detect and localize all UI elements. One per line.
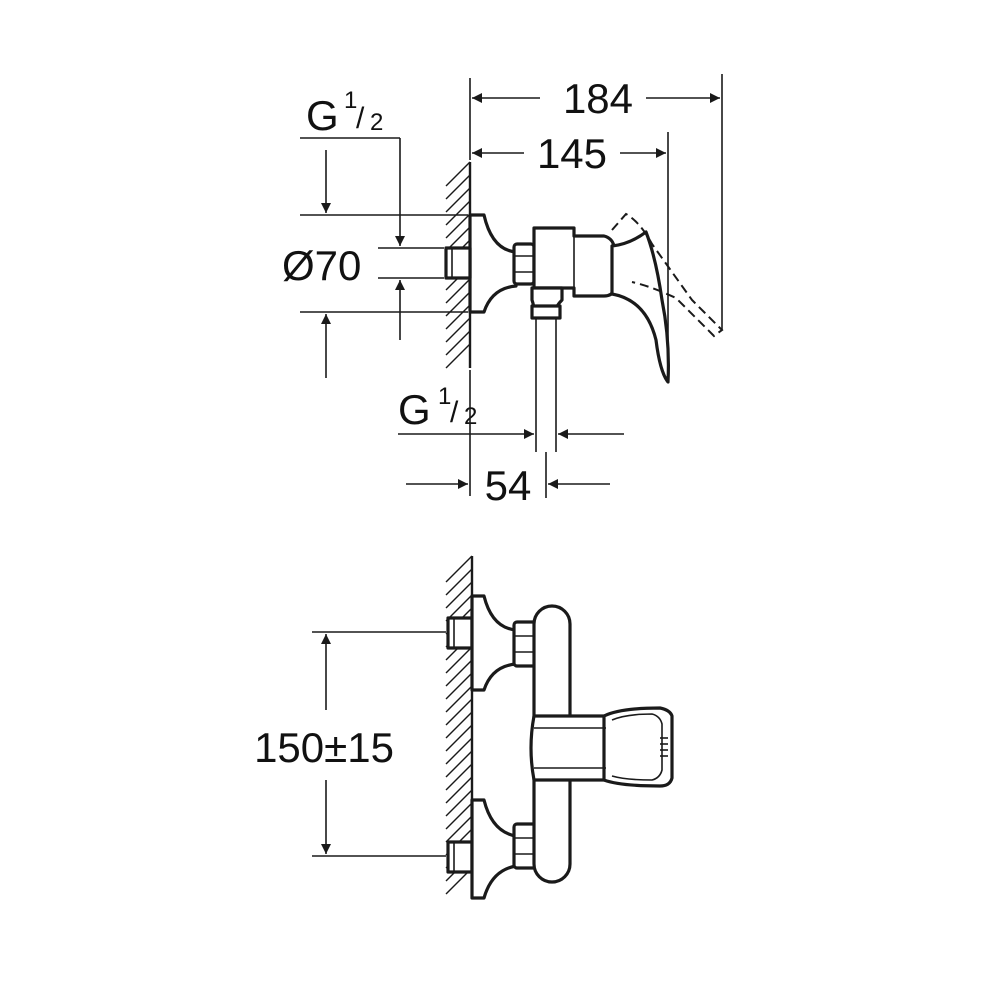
hatch-line [445,776,473,804]
upper-inlet-assembly [446,594,538,692]
hatch-line [445,200,471,226]
lever-open-position [611,212,724,338]
hatch-line [445,213,471,239]
lever-handle-front [529,706,674,788]
outlet-thread-callout: G 1 / 2 [398,383,624,439]
hatch-line [445,174,471,200]
hatch-line [445,581,473,609]
hatch-line [445,685,473,713]
coupling-nut-side [512,242,536,286]
dimension-overall-depth: 184 [469,74,723,330]
hatch-line [445,187,471,213]
hatch-line [445,698,473,726]
hatch-line [445,161,471,187]
dimension-body-depth: 145 [472,130,669,378]
rosette-diameter-dimension: Ø70 [282,150,468,378]
hatch-line [445,317,471,343]
hatch-line [445,737,473,765]
hatch-line [445,763,473,791]
hatch-line [445,672,473,700]
hatch-line [445,815,473,843]
inlet-thread-slash: / [356,102,365,135]
inlet-thread-callout: G 1 / 2 [300,87,444,340]
hatch-line [445,343,471,369]
hatch-line [445,750,473,778]
hatch-line [445,555,473,583]
front-view: 150±15 [254,555,674,900]
hatch-line [445,568,473,596]
inlet-stub-side [444,246,472,280]
outlet-thread-slash: / [450,396,459,429]
outlet-thread-base: G [398,386,431,433]
hatch-line [445,278,471,304]
outlet-offset-label: 54 [485,462,532,509]
body-depth-label: 145 [537,130,607,177]
inlet-spacing-label: 150±15 [254,724,394,771]
outlet-offset-dimension: 54 [406,370,610,509]
overall-depth-label: 184 [563,75,633,122]
rosette-diameter-label: Ø70 [282,242,361,289]
inlet-thread-denominator: 2 [370,109,383,136]
hatch-line [445,304,471,330]
hatch-line [445,711,473,739]
hatch-line [445,724,473,752]
hatch-line [445,330,471,356]
outlet-thread-numerator: 1 [438,383,451,410]
hatch-line [445,646,473,674]
rosette-side [468,213,518,314]
inlet-spacing-dimension: 150±15 [254,631,446,857]
inlet-thread-base: G [306,92,339,139]
outlet-connector-side [530,286,564,452]
hatch-line [445,802,473,830]
side-view: 184 145 G 1 / 2 Ø70 [282,74,724,509]
hatch-line [445,789,473,817]
inlet-thread-numerator: 1 [344,87,357,114]
lower-inlet-assembly [446,798,538,900]
hatch-line [445,659,473,687]
